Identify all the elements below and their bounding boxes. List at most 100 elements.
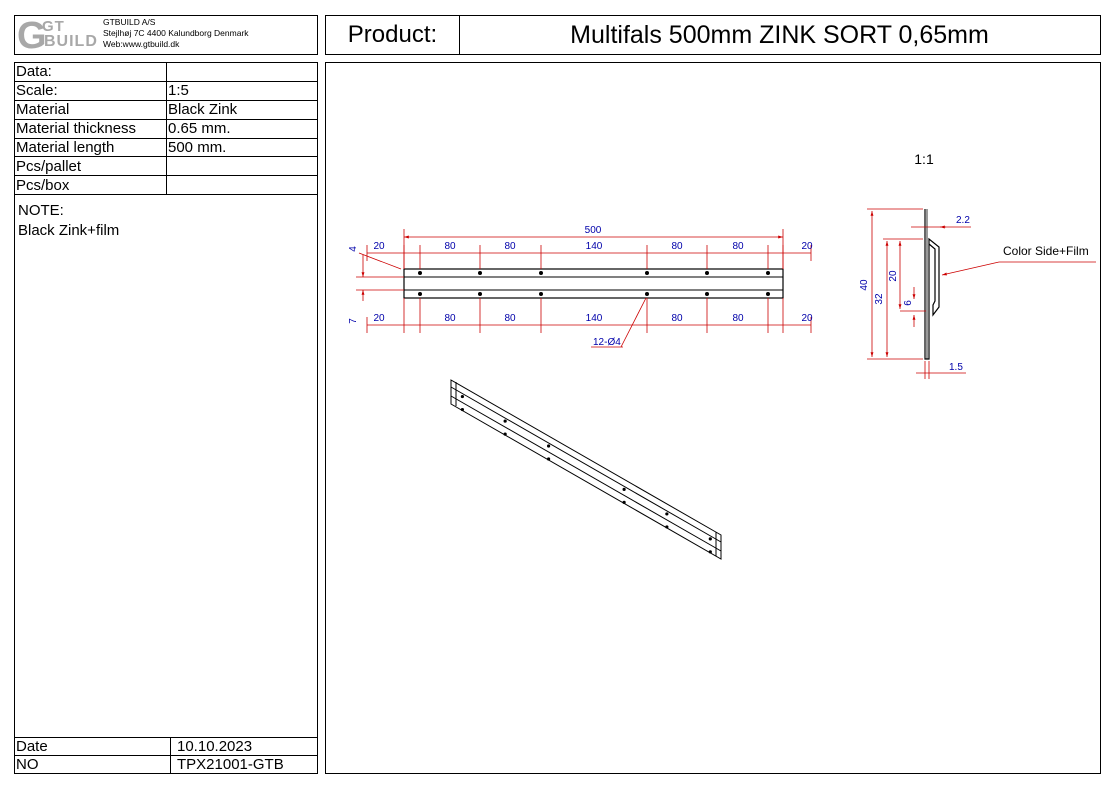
company-logo-box: G GT BUILD GTBUILD A/S Stejlhøj 7C 4400 …	[14, 15, 318, 57]
hole	[539, 292, 543, 296]
spec-row: Data:	[15, 63, 317, 82]
company-web: Web:www.gtbuild.dk	[103, 39, 180, 49]
iso-hole	[503, 432, 507, 436]
spec-label: Scale:	[15, 81, 167, 101]
spec-value: 1:5	[166, 81, 317, 101]
strip-outline	[403, 268, 784, 299]
hole	[478, 292, 482, 296]
spec-value	[166, 63, 317, 82]
front-view	[403, 268, 784, 299]
spec-label: Data:	[15, 63, 167, 82]
dim-text-32: 32	[874, 293, 885, 305]
product-label: Product:	[326, 16, 460, 54]
dim-text: 20	[373, 241, 385, 252]
dim-text-7: 7	[348, 318, 359, 324]
dim-text-20: 20	[888, 270, 899, 282]
dim-text-40: 40	[859, 279, 870, 291]
no-label: NO	[15, 755, 171, 773]
dim-text: 80	[671, 241, 683, 252]
dim-text-15: 1.5	[949, 362, 963, 373]
dim-text-6: 6	[903, 300, 914, 306]
iso-hole	[546, 444, 551, 448]
spec-value	[166, 175, 317, 196]
isometric-view	[450, 379, 722, 560]
hole	[645, 292, 649, 296]
iso-hole	[546, 457, 551, 461]
side-dimensions	[867, 208, 1096, 379]
ext-line	[358, 252, 402, 270]
iso-hole	[665, 512, 669, 516]
dim-text: 140	[586, 241, 603, 252]
hole	[478, 271, 482, 275]
dim-text: 80	[732, 241, 744, 252]
iso-outline	[450, 379, 722, 560]
company-info: GTBUILD A/S Stejlhøj 7C 4400 Kalundborg …	[103, 17, 249, 50]
iso-edge	[450, 395, 722, 552]
side-profile	[924, 209, 940, 360]
hole	[766, 271, 770, 275]
date-label: Date	[15, 737, 171, 756]
iso-hole	[665, 525, 669, 529]
iso-hole	[708, 550, 712, 554]
dim-text: 80	[444, 313, 456, 324]
iso-hole	[622, 487, 626, 491]
dim-text: 80	[504, 241, 516, 252]
hole	[766, 292, 770, 296]
spec-row: Pcs/box	[15, 175, 317, 196]
no-value: TPX21001-GTB	[170, 755, 317, 773]
date-value: 10.10.2023	[170, 737, 317, 756]
side-scale-text: 1:1	[914, 151, 934, 167]
iso-edge	[450, 386, 722, 543]
dim-text: 80	[504, 313, 516, 324]
spec-row: Pcs/pallet	[15, 156, 317, 177]
spec-value: Black Zink	[166, 100, 317, 120]
hole	[705, 271, 709, 275]
hole	[539, 271, 543, 275]
spec-label: Pcs/pallet	[15, 156, 167, 177]
callout-text: Color Side+Film	[1003, 244, 1089, 258]
logo-gt-text: GT	[42, 18, 65, 35]
spec-label: Material thickness	[15, 119, 167, 139]
company-name: GTBUILD A/S	[103, 17, 156, 27]
spec-value: 0.65 mm.	[166, 119, 317, 139]
iso-hole	[503, 419, 507, 423]
dim-text: 80	[732, 313, 744, 324]
iso-hole	[708, 537, 712, 541]
holes-text: 12-Ø4	[593, 337, 621, 348]
spec-value	[166, 156, 317, 177]
left-dimensions	[356, 252, 404, 301]
spec-label: Pcs/box	[15, 175, 167, 196]
dim-text: 140	[586, 313, 603, 324]
iso-hole	[460, 394, 464, 399]
company-address: Stejlhøj 7C 4400 Kalundborg Denmark	[103, 28, 249, 38]
hole	[705, 292, 709, 296]
profile-shape	[924, 209, 940, 360]
iso-hole	[622, 500, 626, 504]
dim-text: 20	[373, 313, 385, 324]
overall-dim-text: 500	[585, 225, 602, 236]
logo-build-text: BUILD	[44, 33, 98, 50]
product-header: Product: Multifals 500mm ZINK SORT 0,65m…	[325, 15, 1101, 55]
dim-text: 80	[444, 241, 456, 252]
dim-text: 20	[801, 241, 813, 252]
spec-value: 500 mm.	[166, 138, 317, 158]
logo-g-letter: G	[17, 15, 47, 57]
spec-label: Material	[15, 100, 167, 120]
dim-text-4: 4	[348, 246, 359, 252]
iso-hole	[460, 407, 464, 412]
dim-text-22: 2.2	[956, 215, 970, 226]
hole	[418, 271, 422, 275]
holes-leader	[620, 297, 647, 348]
spec-label: Material length	[15, 138, 167, 158]
dim-text: 80	[671, 313, 683, 324]
hole	[418, 292, 422, 296]
